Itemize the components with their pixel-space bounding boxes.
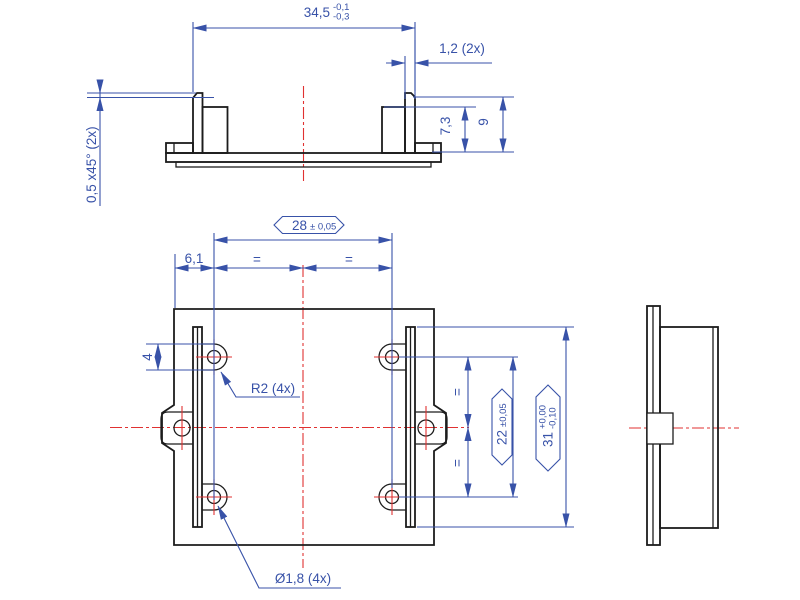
dim-rail-length-tol-upper: +0,00 <box>538 405 549 429</box>
dim-edge-offset-value: 6,1 <box>185 251 204 266</box>
plan-left-ear <box>160 411 193 445</box>
dim-equal-spacing-right: = = <box>450 356 472 498</box>
plan-view: 28 ± 0,05 6,1 = = 4 R2 (4x) Ø1, <box>110 215 574 589</box>
dim-hole-pitch-horizontal: 28 ± 0,05 <box>213 215 393 244</box>
leader-tab-radius: R2 (4x) <box>220 371 300 398</box>
dim-chamfer-label: 0,5 x45° (2x) <box>84 126 99 203</box>
dim-total-height: 9 <box>413 96 514 153</box>
leader-hole-diameter: Ø1,8 (4x) <box>217 505 341 589</box>
dim-overall-width-value: 34,5 <box>304 5 330 20</box>
front-left-block <box>201 106 229 154</box>
dim-overall-width-tol-upper: -0,1 <box>333 2 349 13</box>
dim-rail-length: 31 +0,00 -0,10 <box>417 326 574 528</box>
inspection-frame-28 <box>273 215 345 235</box>
dim-rail-thickness: 1,2 (2x) <box>386 40 492 99</box>
dim-block-height: 7,3 <box>384 106 514 153</box>
label-tab-radius: R2 (4x) <box>251 381 295 396</box>
dim-hole-pitch-horizontal-tol: ± 0,05 <box>310 222 336 233</box>
dim-edge-offset-and-equals: 6,1 = = <box>174 251 393 308</box>
side-view <box>629 305 739 546</box>
dim-rail-thickness-label: 1,2 (2x) <box>439 41 485 56</box>
dim-hole-pitch-vertical-value: 22 <box>495 430 510 445</box>
dim-hole-pitch-horizontal-value: 28 <box>292 218 307 233</box>
front-right-rail <box>404 92 416 154</box>
equal-mark-top-left: = <box>253 252 261 267</box>
inspection-frame-31 <box>535 384 561 472</box>
inspection-frame-22 <box>491 388 513 466</box>
dim-overall-width-tol-lower: -0,3 <box>333 12 349 23</box>
dim-chamfer: 0,5 x45° (2x) <box>84 79 214 206</box>
front-view: 34,5 -0,1 -0,3 1,2 (2x) 0,5 x45° (2x) <box>84 2 514 206</box>
side-ear-boss <box>646 412 674 445</box>
plan-plate-outline <box>161 308 447 546</box>
dim-hole-pitch-vertical-tol: ±0,05 <box>498 403 509 427</box>
equal-mark-right-lower: = <box>450 459 465 467</box>
dim-rail-length-value: 31 <box>541 432 556 447</box>
dim-hole-pitch-vertical: 22 ±0,05 <box>399 356 518 498</box>
equal-mark-top-right: = <box>345 252 353 267</box>
front-bottom-layer <box>175 161 432 168</box>
plan-right-ear <box>415 411 448 445</box>
label-hole-diameter: Ø1,8 (4x) <box>275 571 331 586</box>
dim-rail-length-tol-lower: -0,10 <box>548 407 559 429</box>
dim-total-height-value: 9 <box>476 118 491 126</box>
front-left-rail <box>192 92 204 154</box>
equal-mark-right-upper: = <box>450 388 465 396</box>
dim-tab-width-value: 4 <box>140 353 155 361</box>
dim-tab-width: 4 <box>140 343 214 371</box>
dim-block-height-value: 7,3 <box>438 117 453 136</box>
